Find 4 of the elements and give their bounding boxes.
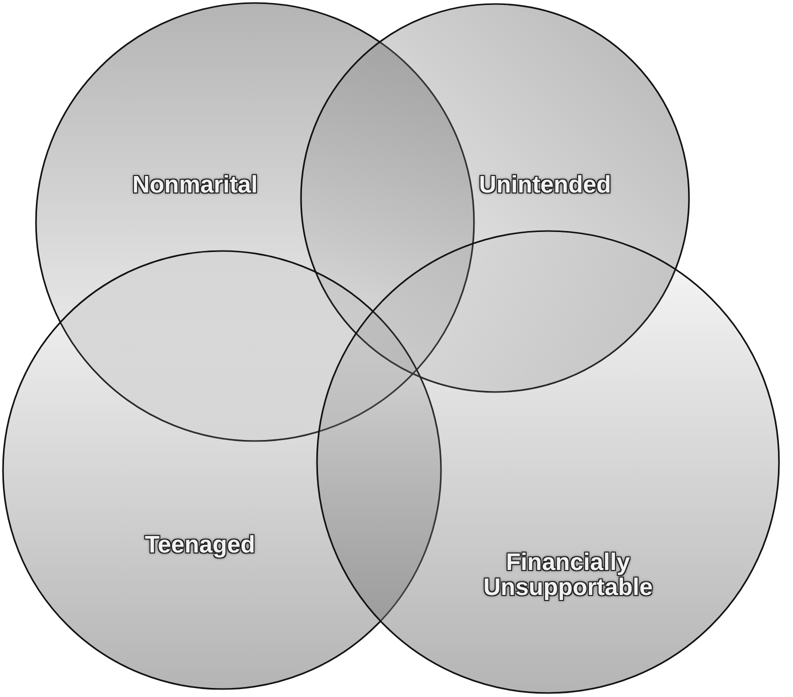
circle-label: Unintended (478, 172, 612, 198)
circle-label: Nonmarital (131, 172, 259, 198)
circle-label: Teenaged (144, 532, 256, 558)
circle-label: Financially Unsupportable (482, 550, 654, 600)
